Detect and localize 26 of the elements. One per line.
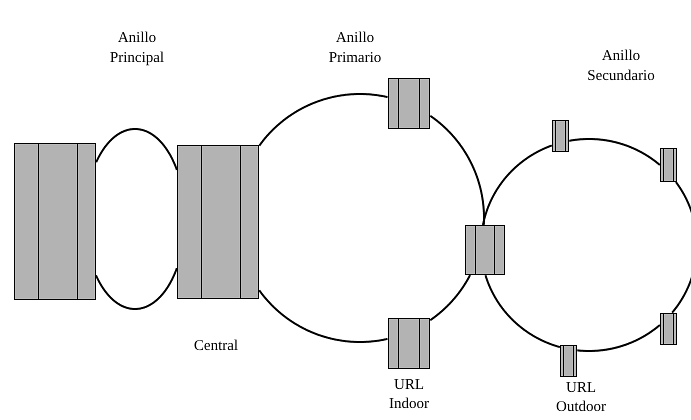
ring-segment [258,290,388,343]
ring-segment [568,138,661,166]
equipment-rack [388,78,430,129]
equipment-rack [388,318,430,369]
node-caption: URL Outdoor [555,379,607,417]
ring-segment [430,115,485,226]
equipment-rack [560,345,577,377]
node-caption: URL Indoor [388,376,430,414]
ring-segment [576,324,661,352]
ring-title: Anillo Primario [328,29,382,68]
ring-title: Anillo Principal [108,29,166,68]
ring-segment [95,128,178,170]
equipment-rack [660,313,677,345]
ring-segment [671,181,691,314]
node-caption: Central [192,337,240,356]
ring-segment [95,268,178,310]
ring-segment [258,93,388,146]
equipment-rack [552,120,569,152]
ring-segment [484,274,560,348]
equipment-rack [177,145,259,299]
equipment-rack [660,148,677,182]
equipment-rack [14,143,96,300]
equipment-rack [465,225,505,275]
ring-title: Anillo Secundario [586,47,656,86]
ring-segment [430,274,471,322]
ring-segment [482,144,553,226]
